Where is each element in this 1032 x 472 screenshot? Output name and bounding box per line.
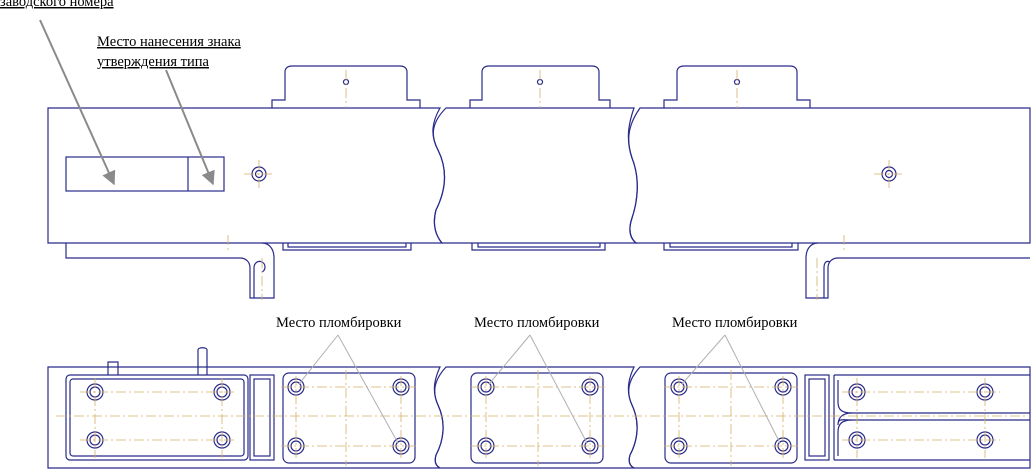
pin-2: [197, 347, 208, 375]
bottom-centerlines: [56, 370, 1028, 466]
bottom-plate-1: [282, 243, 412, 251]
top-centerlines: [227, 70, 904, 300]
foot-right: [805, 242, 1030, 299]
body-segment-middle: [432, 107, 638, 244]
label-seal-3: Место пломбировки: [672, 315, 798, 331]
seal-plate-1: [282, 372, 416, 464]
label-seal-2: Место пломбировки: [474, 315, 600, 331]
top-bracket-2: [469, 65, 611, 108]
top-bracket-3: [663, 65, 811, 108]
left-plate: [65, 374, 249, 461]
lower-segment-middle: [434, 366, 638, 469]
seal-plate-2: [470, 372, 604, 464]
pin-1: [107, 361, 119, 375]
seal-leaders: [298, 334, 781, 444]
leader-serial: [39, 19, 116, 186]
bottom-plate-3: [663, 243, 799, 251]
leader-lines: [39, 19, 215, 186]
bottom-plate-2: [471, 243, 606, 251]
bottom-view: [47, 347, 1031, 469]
top-view: [47, 65, 1031, 299]
lower-segment-right: [628, 366, 1031, 469]
body-segment-right: [628, 107, 1031, 244]
marking-plate: [65, 156, 225, 192]
foot-left: [65, 242, 275, 299]
label-serial-number: заводского номера: [0, 0, 114, 10]
right-plate: [833, 374, 1030, 461]
label-seal-1: Место пломбировки: [276, 315, 402, 331]
label-type-approval-line1: Место нанесения знака: [97, 34, 241, 50]
top-bracket-1: [271, 65, 421, 108]
leader-type-approval: [165, 69, 215, 186]
label-type-approval-line2: утверждения типа: [97, 54, 210, 70]
body-segment-left: [47, 107, 446, 244]
